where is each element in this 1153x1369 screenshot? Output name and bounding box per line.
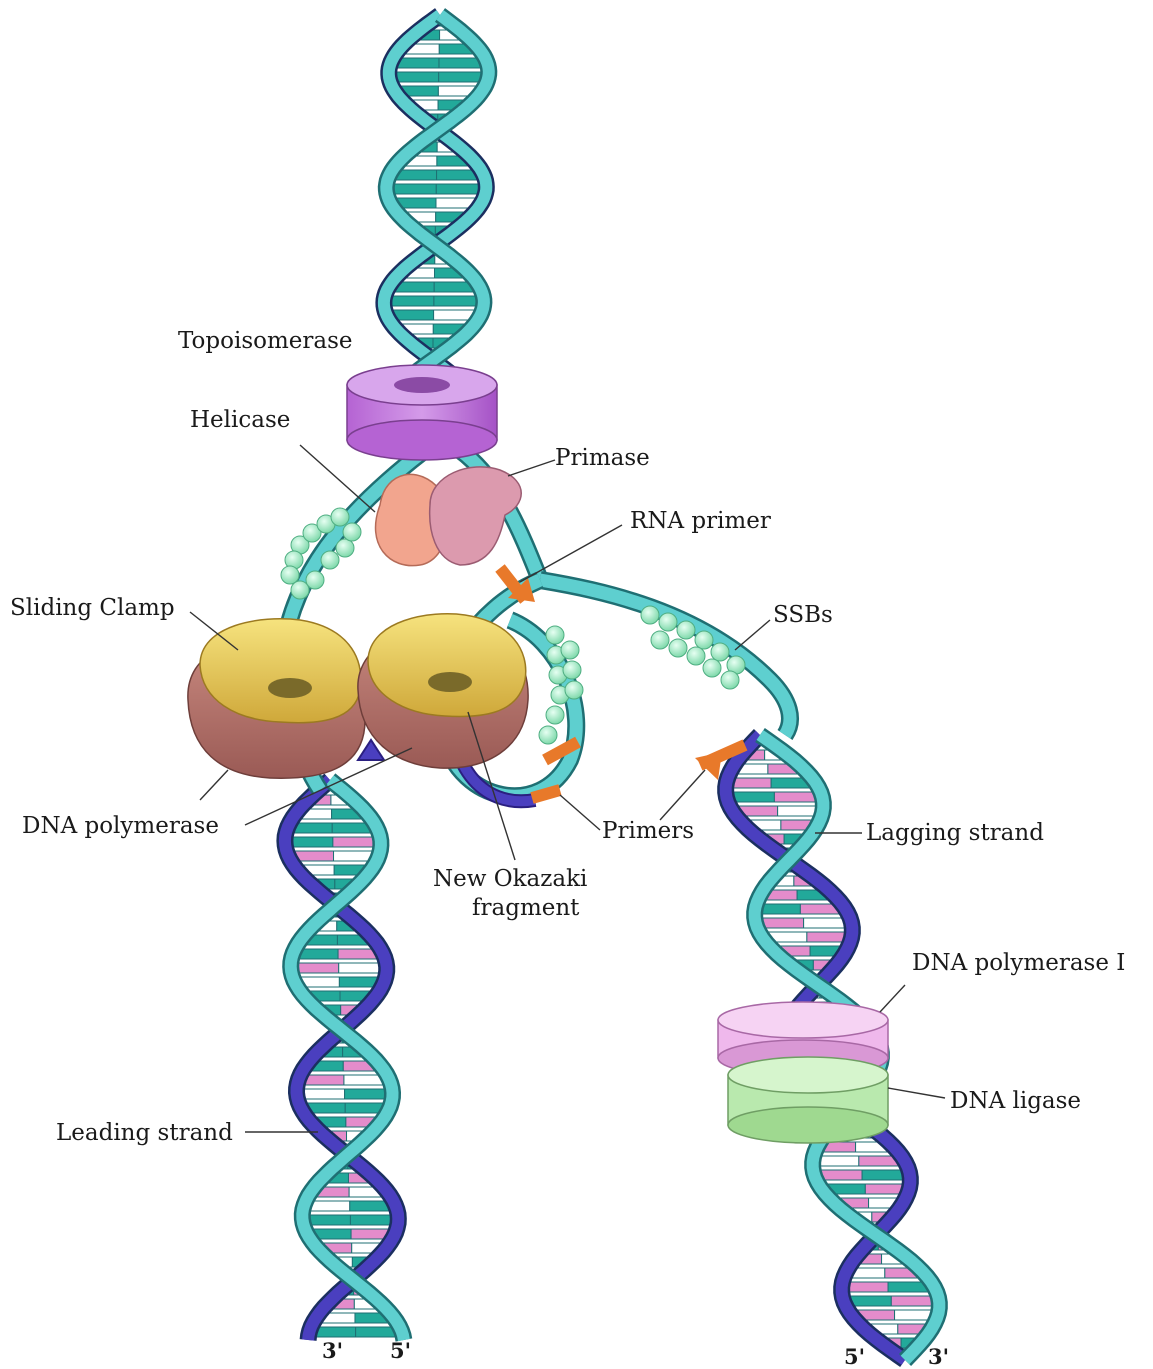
- right-polymerase-complex: [358, 614, 528, 768]
- base-pair: [760, 918, 804, 928]
- label-topoisomerase: Topoisomerase: [178, 328, 353, 354]
- ssb-bead: [711, 643, 729, 661]
- label-dna-polymerase-i: DNA polymerase I: [912, 950, 1125, 976]
- base-pair: [759, 904, 800, 914]
- label-leading-strand: Leading strand: [56, 1120, 233, 1146]
- base-pair: [778, 806, 819, 816]
- label-new-okazaki-line1: New Okazaki: [433, 866, 587, 892]
- ssb-bead: [721, 671, 739, 689]
- ssb-bead: [677, 621, 695, 639]
- base-pair: [807, 932, 848, 942]
- base-pair: [862, 1170, 906, 1180]
- ssb-bead: [539, 726, 557, 744]
- ssb-bead: [343, 523, 361, 541]
- base-pair: [333, 837, 377, 847]
- base-pair: [393, 72, 439, 82]
- label-primers: Primers: [602, 818, 694, 844]
- base-pair: [345, 1089, 389, 1099]
- ssb-bead: [546, 706, 564, 724]
- base-pair: [307, 1215, 351, 1225]
- base-pair: [730, 792, 774, 802]
- label-sliding-clamp: Sliding Clamp: [10, 595, 175, 621]
- label-dna-ligase: DNA ligase: [950, 1088, 1081, 1114]
- label-helicase: Helicase: [190, 407, 290, 433]
- ssb-bead: [336, 539, 354, 557]
- parental-dna-helix: [384, 15, 489, 390]
- base-pair: [730, 778, 771, 788]
- ssb-bead: [565, 681, 583, 699]
- topoisomerase-shape: [347, 365, 497, 460]
- base-pair: [846, 1282, 888, 1292]
- label-lagging-strand: Lagging strand: [866, 820, 1044, 846]
- dna-ligase-shape: [728, 1057, 888, 1143]
- base-pair: [350, 1215, 394, 1225]
- ssb-bead: [687, 647, 705, 665]
- label-ssbs: SSBs: [773, 602, 833, 628]
- base-pair: [774, 792, 818, 802]
- ssb-bead: [695, 631, 713, 649]
- label-primase: Primase: [555, 445, 650, 471]
- base-pair: [817, 1156, 859, 1166]
- ssb-bead: [331, 508, 349, 526]
- end-label-left-5prime: 5': [390, 1338, 411, 1363]
- end-label-right-3prime: 3': [928, 1344, 949, 1369]
- base-pair: [804, 918, 848, 928]
- ssb-bead: [561, 641, 579, 659]
- base-pair: [390, 184, 436, 194]
- base-pair: [434, 296, 480, 306]
- ssb-bead: [563, 661, 581, 679]
- base-pair: [439, 72, 485, 82]
- base-pair: [436, 184, 482, 194]
- ssb-bead: [546, 626, 564, 644]
- left-polymerase-complex: [188, 619, 365, 778]
- ssb-bead: [669, 639, 687, 657]
- base-pair: [295, 963, 339, 973]
- base-pair: [388, 296, 434, 306]
- leading-strand-helix: [285, 780, 404, 1340]
- label-rna-primer: RNA primer: [630, 508, 771, 534]
- ssb-bead: [659, 613, 677, 631]
- ssb-bead: [306, 571, 324, 589]
- ssb-bead: [651, 631, 669, 649]
- ssb-bead: [703, 659, 721, 677]
- ssb-bead: [641, 606, 659, 624]
- base-pair: [339, 963, 383, 973]
- base-pair: [301, 1089, 345, 1099]
- label-dna-polymerase: DNA polymerase: [22, 813, 219, 839]
- end-label-left-3prime: 3': [322, 1338, 343, 1363]
- end-label-right-5prime: 5': [844, 1344, 865, 1369]
- base-pair: [289, 837, 333, 847]
- label-new-okazaki-line2: fragment: [472, 895, 580, 921]
- ssb-bead: [321, 551, 339, 569]
- base-pair: [891, 1296, 935, 1306]
